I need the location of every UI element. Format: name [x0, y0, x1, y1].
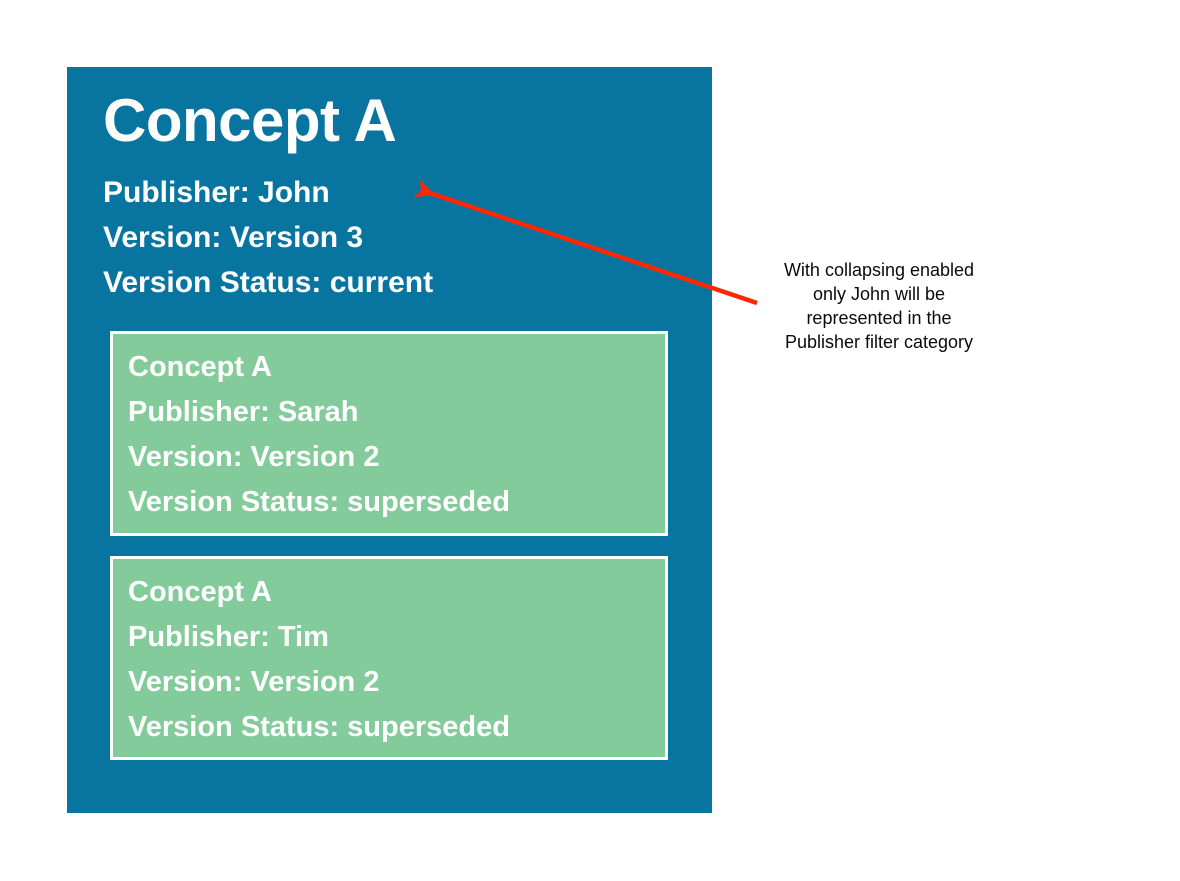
- concept-panel: Concept A Publisher: John Version: Versi…: [67, 67, 712, 813]
- concept-version-status-line: Version Status: current: [103, 266, 434, 299]
- version-card-concept-line: Concept A: [128, 576, 272, 608]
- annotation-callout: With collapsing enabled only John will b…: [752, 258, 1006, 354]
- version-card-version-line: Version: Version 2: [128, 666, 380, 698]
- concept-metadata-list: Publisher: John Version: Version 3 Versi…: [103, 170, 663, 305]
- version-card-publisher-line: Publisher: Tim: [128, 621, 329, 653]
- version-card-concept-line: Concept A: [128, 351, 272, 383]
- annotation-line: Publisher filter category: [784, 332, 974, 352]
- annotation-line: represented in the: [806, 308, 952, 328]
- version-card-version-status-line: Version Status: superseded: [128, 711, 510, 743]
- concept-publisher-line: Publisher: John: [103, 176, 330, 209]
- page-title: Concept A: [103, 87, 397, 154]
- version-card-version-line: Version: Version 2: [128, 441, 380, 473]
- concept-version-line: Version: Version 3: [103, 221, 364, 254]
- version-card-lines: Concept A Publisher: Tim Version: Versio…: [128, 570, 658, 750]
- version-card[interactable]: Concept A Publisher: Tim Version: Versio…: [110, 556, 668, 760]
- version-card-publisher-line: Publisher: Sarah: [128, 396, 359, 428]
- version-card[interactable]: Concept A Publisher: Sarah Version: Vers…: [110, 331, 668, 536]
- annotation-line: only John will be: [812, 284, 946, 304]
- version-card-lines: Concept A Publisher: Sarah Version: Vers…: [128, 345, 658, 525]
- version-card-version-status-line: Version Status: superseded: [128, 486, 510, 518]
- annotation-line: With collapsing enabled: [783, 260, 975, 280]
